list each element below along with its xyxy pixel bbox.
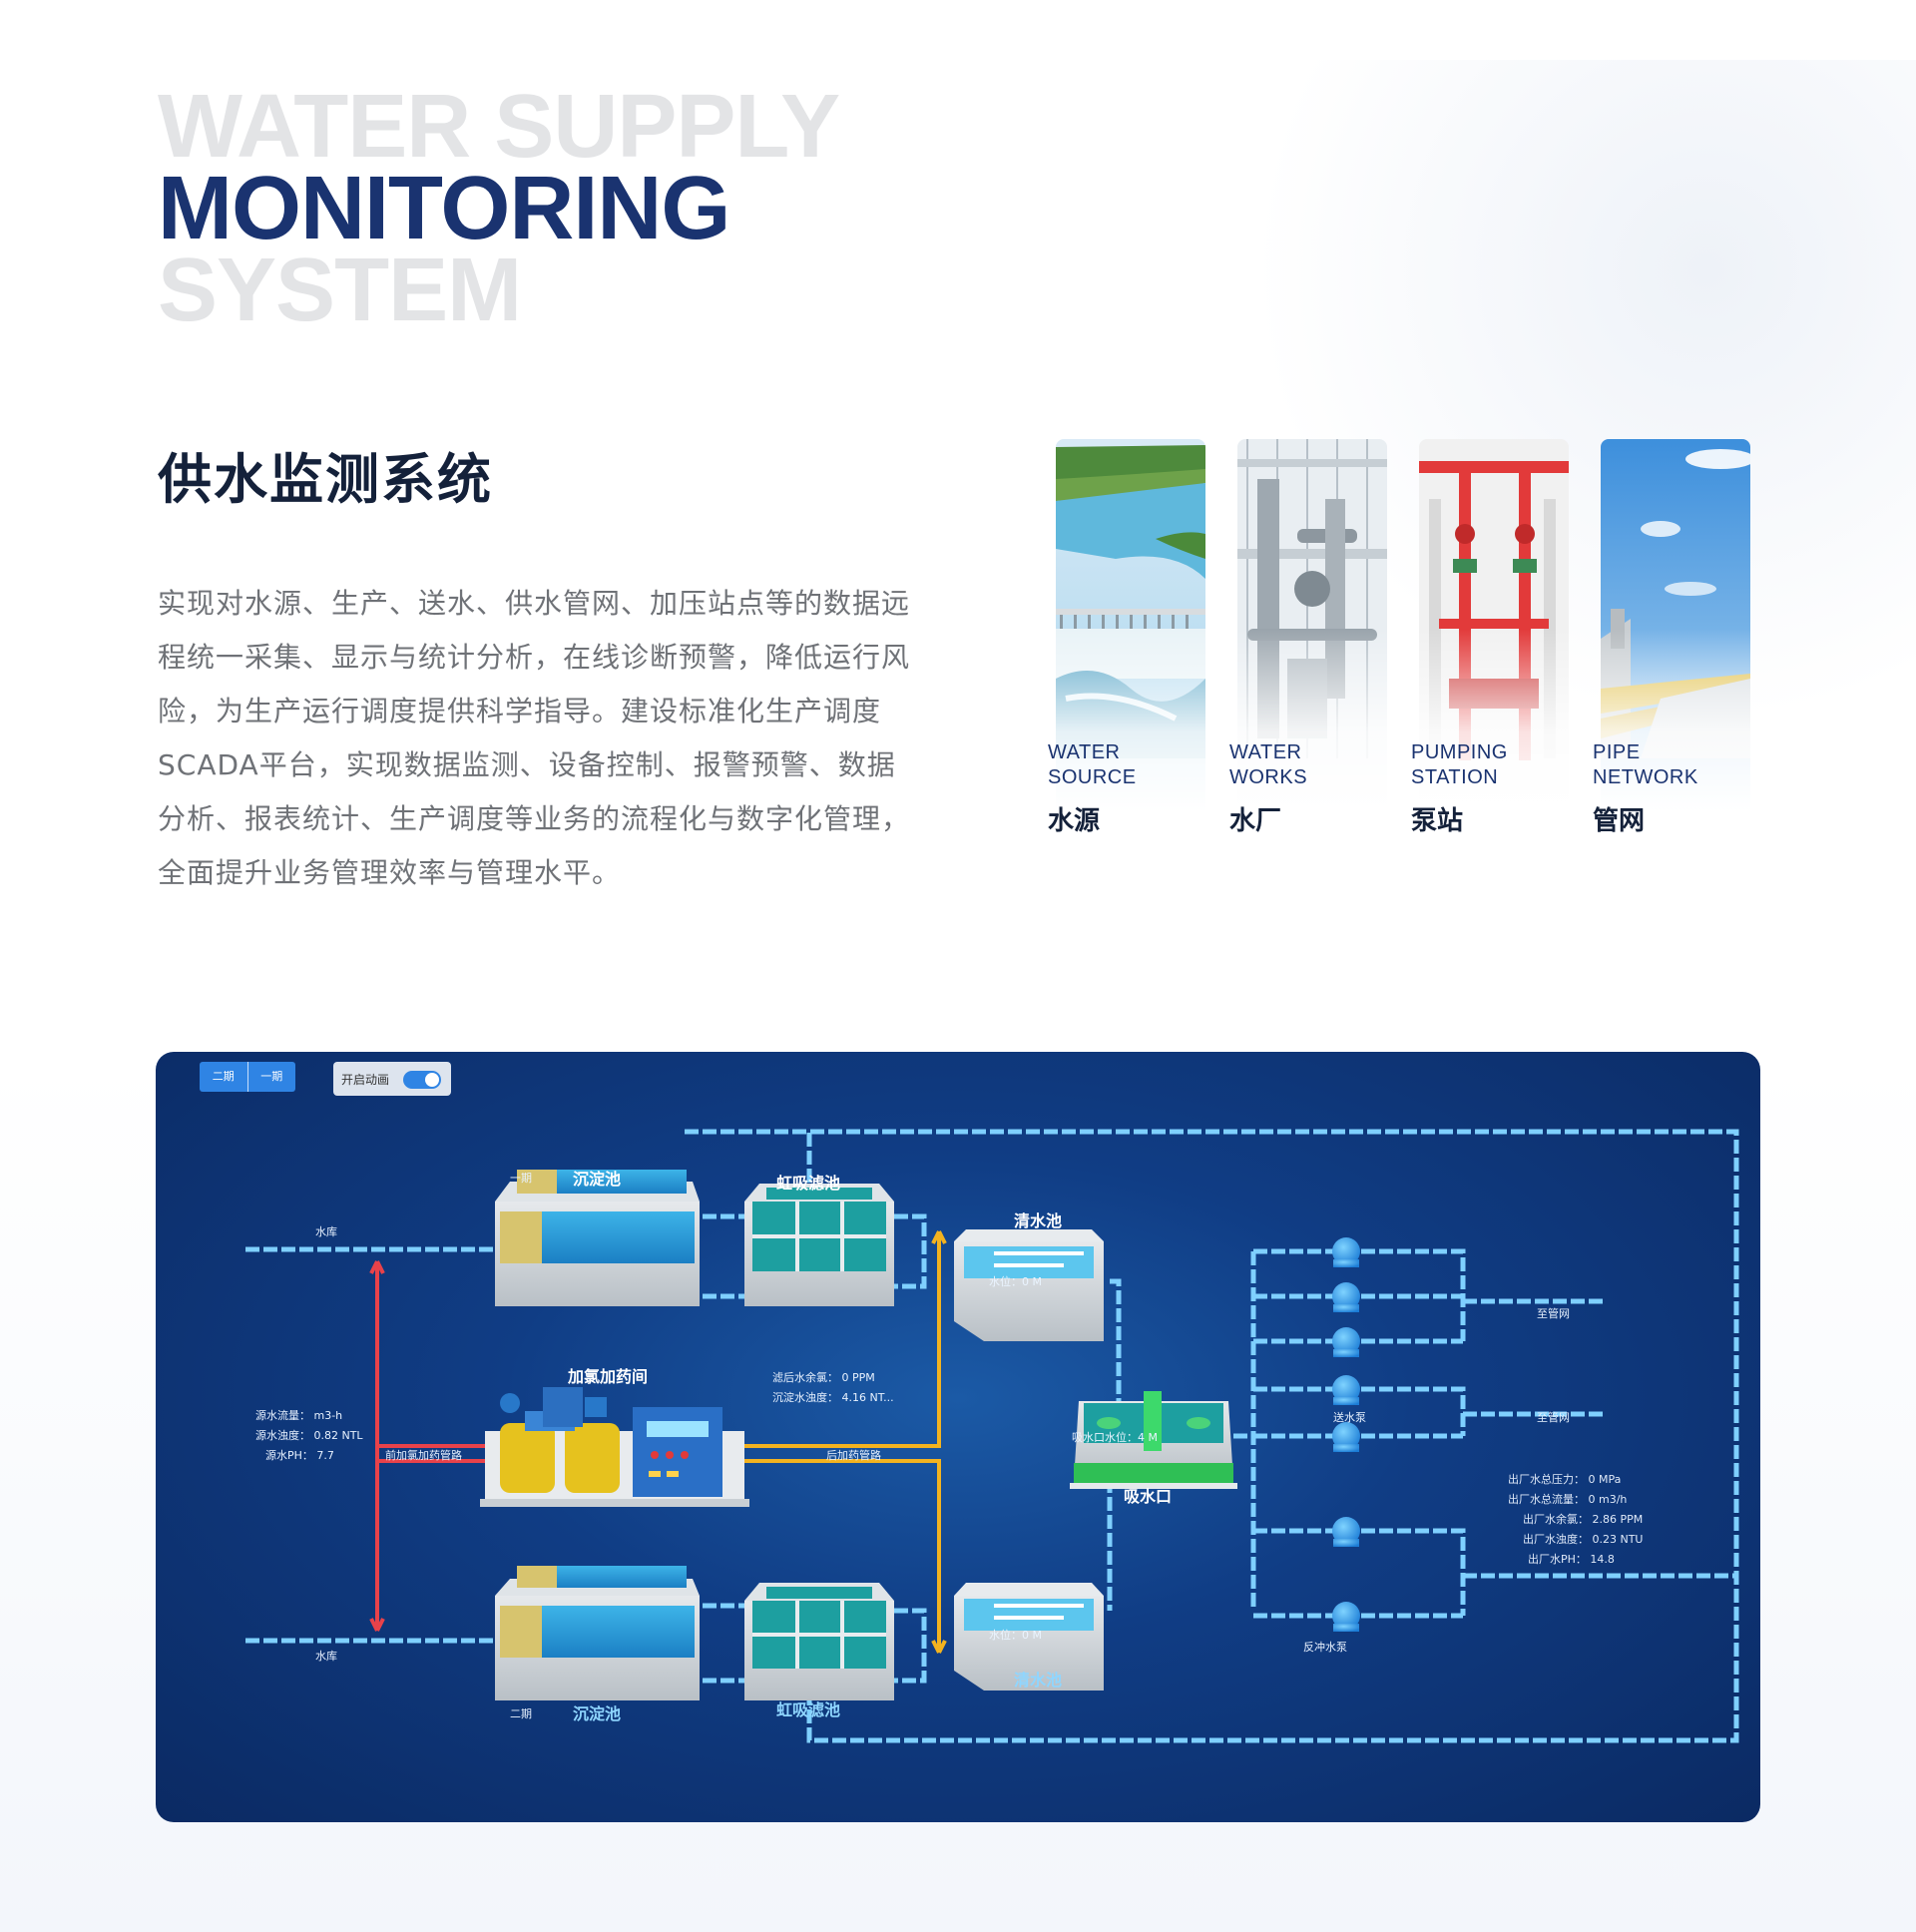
card-pumping-station-zh: 泵站: [1411, 806, 1464, 836]
category-cards: WATER SOURCE 水源: [1048, 439, 1766, 858]
label-pre-dosing-pipe: 前加氯加药管路: [385, 1449, 462, 1462]
label-dosing: 加氯加药间: [568, 1367, 649, 1386]
dosing-equipment: [480, 1387, 749, 1507]
siphon-filter-top: [744, 1184, 894, 1306]
label-level-top: 水位：0 M: [989, 1275, 1042, 1288]
card-water-source-en: WATER SOURCE: [1048, 741, 1137, 788]
card-pipe-network-zh: 管网: [1593, 806, 1646, 836]
label-out-pressure: 出厂水总压力： 0 MPa: [1508, 1473, 1622, 1486]
label-out-ph: 出厂水PH： 14.8: [1528, 1553, 1615, 1566]
label-after-sediment-turbidity: 沉淀水浊度： 4.16 NT...: [772, 1391, 894, 1404]
scada-panel: 二期 一期 开启动画 一期 沉淀池 虹吸滤池 清水池 水库 水库 水位：0 M …: [156, 1052, 1760, 1822]
card-pumping-station[interactable]: PUMPING STATION 泵站: [1411, 439, 1569, 858]
card-water-works-en: WATER WORKS: [1229, 741, 1308, 788]
label-level-bottom: 水位：0 M: [989, 1629, 1042, 1642]
label-out-flow: 出厂水总流量： 0 m3/h: [1508, 1493, 1628, 1506]
post-dosing-pipes: [744, 1230, 947, 1654]
label-siphon-top: 虹吸滤池: [776, 1174, 841, 1193]
tab-phase-2[interactable]: 二期: [212, 1070, 235, 1083]
clear-water-tank-top: [954, 1229, 1104, 1341]
label-intake: 吸水口: [1124, 1487, 1173, 1506]
label-after-filter-chlorine: 滤后水余氯： 0 PPM: [772, 1371, 875, 1384]
hero-line-2: MONITORING: [158, 159, 730, 258]
hero-line-1: WATER SUPPLY: [158, 77, 840, 177]
label-source-flow: 源水流量： m3-h: [255, 1409, 343, 1422]
label-post-dosing-pipe: 后加药管路: [826, 1449, 881, 1462]
label-phase-bottom: 二期: [510, 1707, 532, 1720]
description: 实现对水源、生产、送水、供水管网、加压站点等的数据远程统一采集、显示与统计分析，…: [158, 587, 911, 889]
label-sediment-bottom: 沉淀池: [573, 1704, 622, 1723]
page-title: 供水监测系统: [158, 448, 493, 511]
label-out-line-2: 至管网: [1537, 1411, 1570, 1424]
sediment-tank-top: [495, 1170, 700, 1306]
pump-icons: [1332, 1237, 1360, 1632]
label-source-ph: 源水PH： 7.7: [265, 1449, 334, 1462]
animation-toggle-label: 开启动画: [341, 1073, 390, 1087]
label-pump-send: 送水泵: [1333, 1411, 1366, 1424]
tab-phase-1[interactable]: 一期: [246, 1062, 296, 1092]
label-out-chlorine: 出厂水余氯： 2.86 PPM: [1523, 1513, 1644, 1526]
hero-title: WATER SUPPLY MONITORING SYSTEM: [158, 77, 840, 340]
pre-dosing-pipes: [369, 1260, 485, 1632]
hero-line-3: SYSTEM: [158, 241, 522, 340]
label-pump-back: 反冲水泵: [1303, 1641, 1347, 1654]
phase-tabs: 二期 一期: [200, 1062, 295, 1092]
clear-water-tank-bottom: [954, 1583, 1104, 1690]
card-pipe-network-en: PIPE NETWORK: [1593, 741, 1698, 788]
card-water-works[interactable]: WATER WORKS 水厂: [1229, 439, 1387, 858]
label-phase-top: 一期: [510, 1172, 532, 1185]
card-pipe-network[interactable]: PIPE NETWORK 管网: [1593, 439, 1750, 858]
intake-basin: [1070, 1391, 1237, 1489]
label-water-source-bottom: 水库: [315, 1650, 337, 1663]
label-clear-bottom: 清水池: [1014, 1671, 1063, 1690]
label-siphon-bottom: 虹吸滤池: [776, 1700, 841, 1719]
label-clear-top: 清水池: [1014, 1211, 1063, 1230]
water-pipes: [245, 1129, 1739, 1743]
label-source-turbidity: 源水浊度： 0.82 NTL: [255, 1429, 363, 1442]
label-sediment-top: 沉淀池: [573, 1170, 622, 1189]
toggle-switch[interactable]: [403, 1071, 441, 1089]
label-out-turbidity: 出厂水浊度： 0.23 NTU: [1523, 1533, 1644, 1546]
scada-diagram: [245, 1129, 1739, 1743]
sediment-tank-bottom: [495, 1566, 700, 1700]
card-water-works-zh: 水厂: [1229, 806, 1282, 836]
label-water-source-top: 水库: [315, 1225, 337, 1238]
card-water-source[interactable]: WATER SOURCE 水源: [1048, 439, 1205, 858]
label-out-line-1: 至管网: [1537, 1307, 1570, 1320]
card-pumping-station-en: PUMPING STATION: [1411, 741, 1508, 788]
siphon-filter-bottom: [744, 1583, 894, 1700]
card-water-source-zh: 水源: [1048, 806, 1101, 836]
animation-toggle[interactable]: 开启动画: [333, 1062, 451, 1096]
label-intake-level: 吸水口水位：4 M: [1072, 1431, 1158, 1444]
